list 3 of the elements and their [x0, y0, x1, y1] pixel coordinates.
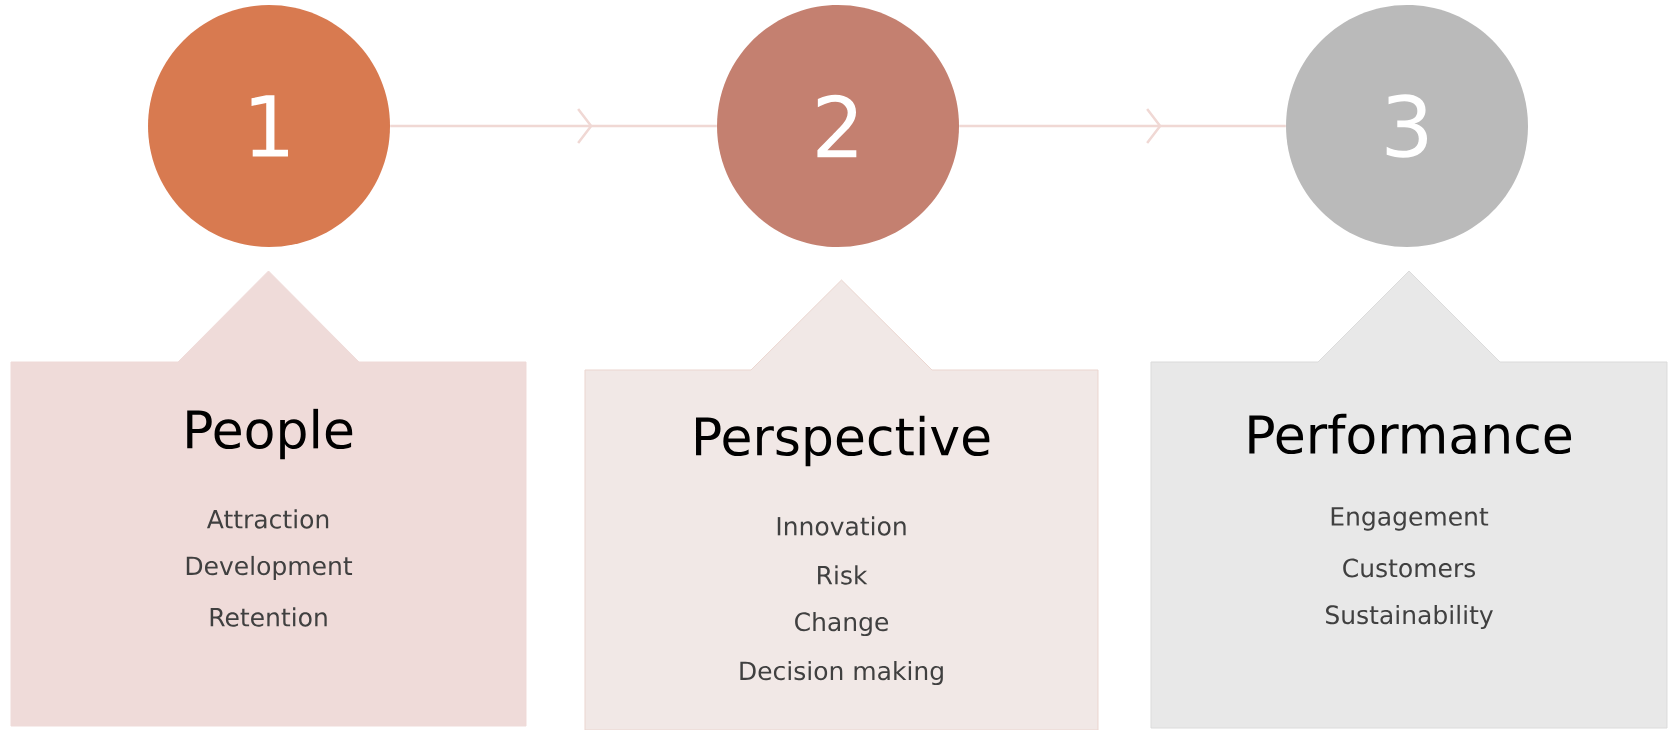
callout-box: Performance Engagement Customers Sustainability [1150, 270, 1668, 729]
callout-box: Perspective Innovation Risk Change Decision making [584, 279, 1099, 730]
callout-box: People Attraction Development Retention [10, 270, 527, 727]
